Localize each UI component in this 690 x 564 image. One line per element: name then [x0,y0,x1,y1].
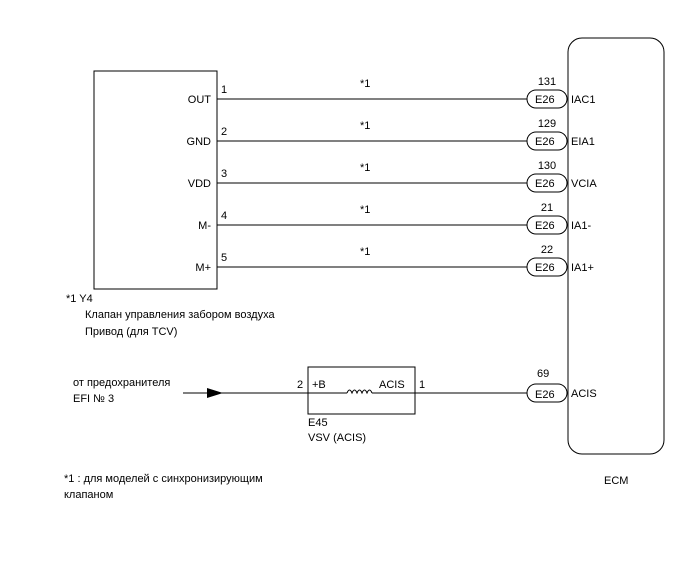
actuator-ref: *1 Y4 [66,293,93,305]
pin-label: M+ [195,262,211,274]
ecm-pin-number: 21 [541,202,553,214]
vsv-input-arrow [207,388,223,398]
ecm-box [567,37,665,455]
ecm-terminal-label: IA1- [571,220,592,232]
connector-capsule [526,215,568,235]
vsv-coil-icon [346,389,373,395]
ecm-pin-number: 131 [538,76,556,88]
pin-label: VDD [188,178,211,190]
ecm-terminal-label: EIA1 [571,136,595,148]
ecm-terminal-label: IAC1 [571,94,595,106]
connector-label: E26 [535,136,555,148]
wire-note: *1 [360,204,370,216]
pin-number: 3 [221,168,227,180]
vsv-ecm-label: ACIS [571,388,597,400]
pin-number: 5 [221,252,227,264]
connector-capsule [526,131,568,151]
vsv-box [307,366,416,415]
ecm-pin-number: 22 [541,244,553,256]
vsv-source-line2: EFI № 3 [73,393,114,405]
connector-label: E26 [535,262,555,274]
connector-capsule [526,173,568,193]
connector-label: E26 [535,178,555,190]
vsv-ecm-pin: 69 [537,368,549,380]
pin-number: 2 [221,126,227,138]
ecm-terminal-label: IA1+ [571,262,594,274]
vsv-source-line1: от предохранителя [73,377,170,389]
connector-capsule [526,89,568,109]
footnote-line2: клапаном [64,489,113,501]
pin-label: GND [187,136,212,148]
vsv-connector [526,383,568,403]
pin-label: M- [198,220,211,232]
ecm-terminal-label: VCIA [571,178,597,190]
actuator-name-line1: Клапан управления забором воздуха [85,309,275,321]
vsv-pin-in: 2 [297,379,303,391]
ecm-pin-number: 130 [538,160,556,172]
footnote-line1: *1 : для моделей с синхронизирующим [64,473,263,485]
pin-label: OUT [188,94,212,106]
ecm-label: ECM [604,475,628,487]
vsv-out-label: ACIS [379,379,405,391]
vsv-in-label: +B [312,379,326,391]
vsv-ref: E45 [308,417,328,429]
actuator-name-line2: Привод (для TCV) [85,326,177,338]
vsv-connector-label: E26 [535,389,555,401]
vsv-pin-out: 1 [419,379,425,391]
connector-capsule [526,257,568,277]
ecm-pin-number: 129 [538,118,556,130]
connector-label: E26 [535,94,555,106]
wire-note: *1 [360,246,370,258]
actuator-box [93,70,218,290]
connector-label: E26 [535,220,555,232]
pin-number: 4 [221,210,227,222]
vsv-name: VSV (ACIS) [308,432,366,444]
wire-note: *1 [360,78,370,90]
wire-note: *1 [360,120,370,132]
wire-note: *1 [360,162,370,174]
pin-number: 1 [221,84,227,96]
